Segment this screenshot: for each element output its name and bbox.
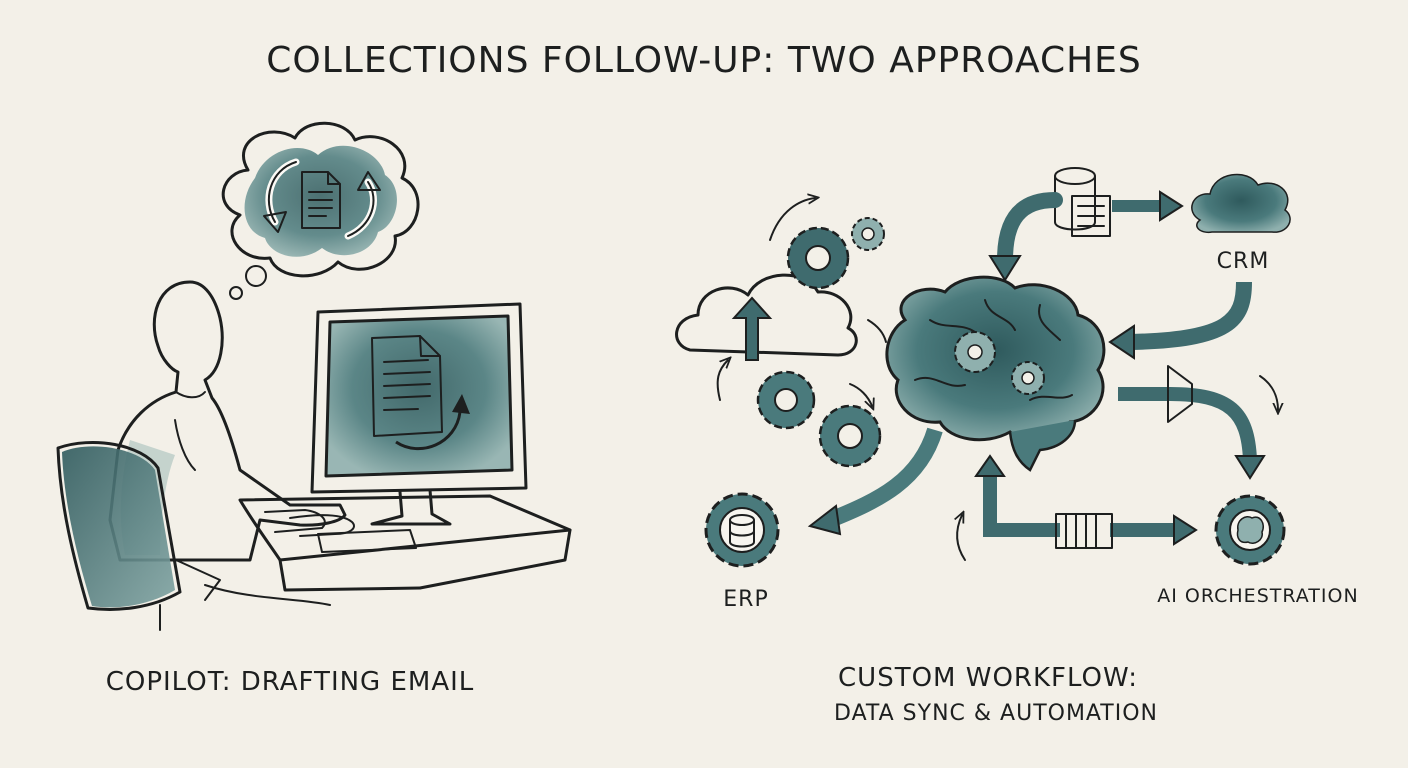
queue-icon — [1055, 513, 1113, 549]
left-caption: COPILOT: DRAFTING EMAIL — [106, 667, 475, 697]
thought-cloud-icon — [221, 121, 420, 300]
gear-icon — [818, 404, 882, 468]
erp-label: ERP — [723, 587, 768, 612]
refresh-arrows-icon — [263, 158, 381, 240]
document-icon — [301, 171, 341, 229]
left-panel: COPILOT: DRAFTING EMAIL — [56, 121, 572, 697]
gear-icon — [756, 370, 816, 430]
arrow-icon — [807, 190, 1278, 561]
keyboard-icon — [317, 529, 417, 553]
database-icon — [729, 514, 755, 548]
funnel-icon — [1167, 365, 1193, 423]
monitor-icon — [310, 302, 528, 526]
database-icon — [1054, 167, 1111, 237]
right-caption-line2: DATA SYNC & AUTOMATION — [834, 701, 1158, 726]
right-panel: CRM — [675, 167, 1358, 726]
office-chair-icon — [56, 441, 221, 631]
gear-icon — [786, 226, 850, 290]
brain-icon — [1236, 516, 1264, 544]
gear-icon — [704, 492, 780, 568]
brain-icon — [885, 275, 1106, 472]
crm-label: CRM — [1217, 249, 1270, 274]
ai-orchestration-label: AI ORCHESTRATION — [1157, 585, 1358, 607]
desk — [204, 494, 572, 606]
cloud-icon — [675, 273, 858, 361]
right-caption-line1: CUSTOM WORKFLOW: — [838, 663, 1138, 693]
gear-icon — [851, 217, 885, 251]
page-title: COLLECTIONS FOLLOW-UP: TWO APPROACHES — [266, 40, 1142, 81]
cloud-icon — [1191, 173, 1291, 234]
